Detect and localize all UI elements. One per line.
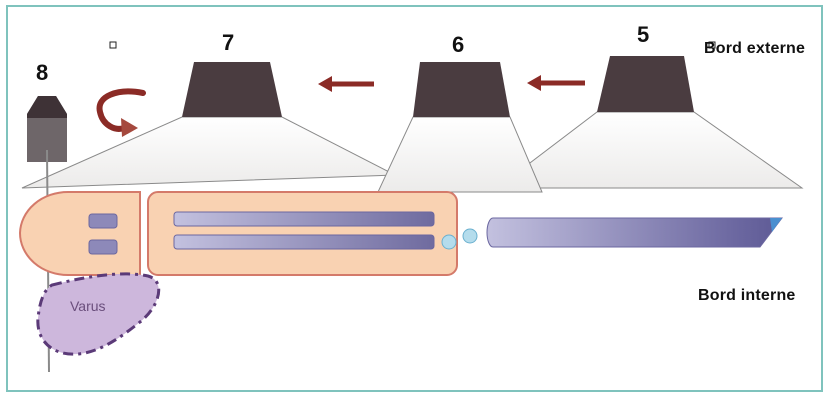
marker-square [708,41,716,49]
label-probe-7: 7 [222,30,235,55]
beam-6 [377,116,543,193]
probe-6 [413,62,510,117]
block-upper [88,213,118,229]
beam-5 [495,111,804,189]
label-probe-6: 6 [452,32,465,57]
probe-5 [597,56,694,112]
label-varus: Varus [70,298,106,314]
block-lower [88,239,118,255]
dot-1 [441,234,457,250]
left-arrow-icon [318,76,374,92]
beam-7 [21,116,397,189]
label-bord-interne: Bord interne [698,287,796,304]
label-probe-5: 5 [637,22,650,47]
bone-right [147,191,458,276]
curved-arrow-icon [96,88,146,137]
bone-left [18,191,141,276]
label-probe-8: 8 [36,60,49,85]
rod-upper [173,211,435,227]
varus-zone [36,272,161,356]
marker-square [109,41,117,49]
rod-lower [173,234,435,250]
label-bord-externe: Bord externe [704,40,806,57]
dot-2 [462,228,478,244]
diagram-frame [6,5,823,392]
long-rod [486,217,784,248]
probe-7 [182,62,282,117]
left-arrow-icon [527,75,585,91]
